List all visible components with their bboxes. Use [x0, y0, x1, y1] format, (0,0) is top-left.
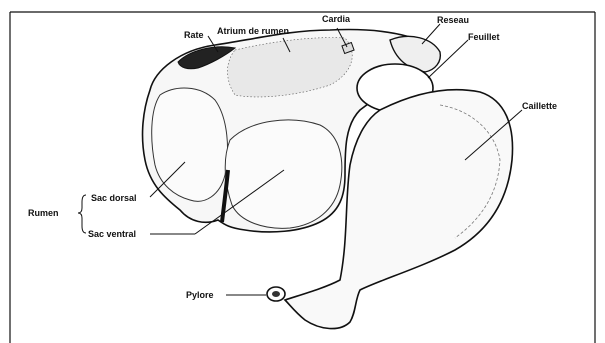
- label-sac-dorsal: Sac dorsal: [91, 193, 137, 203]
- label-caillette: Caillette: [522, 101, 557, 111]
- leader-reseau: [422, 24, 440, 44]
- label-feuillet: Feuillet: [468, 32, 500, 42]
- label-pylore: Pylore: [186, 290, 214, 300]
- rumen-brace: [78, 195, 86, 233]
- pylore-opening: [272, 291, 280, 297]
- label-rate: Rate: [184, 30, 204, 40]
- label-cardia: Cardia: [322, 14, 350, 24]
- label-sac-ventral: Sac ventral: [88, 229, 136, 239]
- label-rumen: Rumen: [28, 208, 59, 218]
- label-atrium: Atrium de rumen: [217, 26, 289, 36]
- label-reseau: Reseau: [437, 15, 469, 25]
- sac-ventral-shape: [225, 120, 342, 228]
